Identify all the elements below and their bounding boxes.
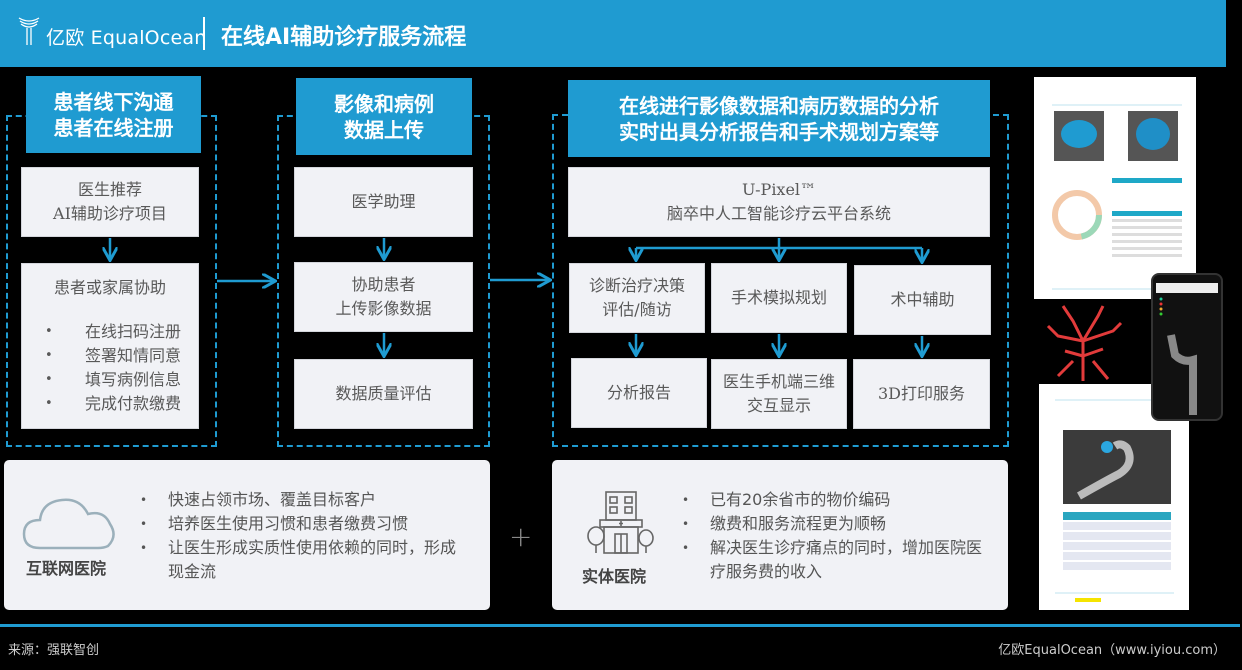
physical-hospital-benefits: 已有20余省市的物价编码 缴费和服务流程更为顺畅 解决医生诊疗痛点的同时，增加医…	[678, 488, 1008, 584]
assist-upload-box: 协助患者 上传影像数据	[294, 262, 473, 332]
report-document-image	[1034, 77, 1196, 299]
logo-text: 亿欧 EqualOcean	[46, 27, 207, 49]
stage-3-heading: 在线进行影像数据和病历数据的分析 实时出具分析报告和手术规划方案等	[568, 80, 990, 157]
patient-assist-box: 患者或家属协助 在线扫码注册 签署知情同意 填写病例信息 完成付款缴费	[21, 263, 199, 429]
list-item: 已有20余省市的物价编码	[678, 488, 1008, 512]
medical-assistant-box: 医学助理	[294, 167, 473, 237]
list-item-continuation: 疗服务费的收入	[710, 562, 823, 581]
3d-print-service-box: 3D打印服务	[853, 359, 990, 429]
analysis-report-box: 分析报告	[571, 358, 707, 428]
surgery-plan-preview-graphic	[1055, 399, 1174, 602]
page-title: 在线AI辅助诊疗服务流程	[221, 25, 467, 50]
internet-hospital-label: 互联网医院	[26, 559, 107, 578]
surgery-plan-document-image	[1039, 384, 1189, 610]
data-quality-box: 数据质量评估	[294, 359, 473, 429]
stage-1-heading: 患者线下沟通 患者在线注册	[26, 76, 201, 153]
list-item: 快速占领市场、覆盖目标客户	[136, 488, 486, 512]
intraoperative-assist-box: 术中辅助	[854, 265, 991, 335]
hospital-building-icon	[587, 491, 654, 554]
credit-note: 亿欧EqualOcean（www.iyiou.com）	[998, 643, 1226, 658]
header-divider	[203, 17, 205, 50]
list-item: 完成付款缴费	[39, 392, 181, 416]
internet-hospital-panel: 互联网医院 快速占领市场、覆盖目标客户 培养医生使用习惯和患者缴费习惯 让医生形…	[4, 460, 490, 610]
stage-2-heading: 影像和病例 数据上传	[296, 78, 472, 155]
header-bar: 亿欧 EqualOcean 在线AI辅助诊疗服务流程	[0, 0, 1226, 67]
surgery-simulation-box: 手术模拟规划	[711, 263, 847, 333]
list-item: 让医生形成实质性使用依赖的同时，形成	[136, 536, 486, 560]
list-item: 在线扫码注册	[39, 320, 181, 344]
smartphone-image	[1151, 273, 1223, 421]
list-item-continuation: 现金流	[168, 562, 217, 581]
list-item: 签署知情同意	[39, 344, 181, 368]
footer-divider	[0, 624, 1240, 627]
source-note: 来源：强联智创	[8, 643, 100, 658]
doctor-recommend-box: 医生推荐 AI辅助诊疗项目	[21, 167, 199, 237]
report-preview-graphic	[1052, 104, 1182, 290]
cloud-icon	[22, 498, 115, 550]
physical-hospital-panel: 实体医院 已有20余省市的物价编码 缴费和服务流程更为顺畅 解决医生诊疗痛点的同…	[552, 460, 1008, 610]
list-item: 填写病例信息	[39, 368, 181, 392]
list-item: 解决医生诊疗痛点的同时，增加医院医	[678, 536, 1008, 560]
equalocean-logo-icon	[18, 17, 40, 45]
phone-screen-graphic	[1156, 283, 1218, 415]
u-pixel-platform-box: U-Pixel™ 脑卒中人工智能诊疗云平台系统	[568, 167, 990, 237]
diagnosis-decision-box: 诊断治疗决策 评估/随访	[569, 263, 705, 333]
cerebral-vessel-model-icon	[1046, 305, 1123, 381]
list-item: 缴费和服务流程更为顺畅	[678, 512, 1008, 536]
internet-hospital-benefits: 快速占领市场、覆盖目标客户 培养医生使用习惯和患者缴费习惯 让医生形成实质性使用…	[136, 488, 486, 584]
mobile-3d-display-box: 医生手机端三维 交互显示	[711, 359, 847, 429]
plus-sign: +	[509, 520, 533, 553]
physical-hospital-label: 实体医院	[582, 567, 647, 586]
registration-steps-list: 在线扫码注册 签署知情同意 填写病例信息 完成付款缴费	[39, 320, 181, 416]
list-item: 培养医生使用习惯和患者缴费习惯	[136, 512, 486, 536]
